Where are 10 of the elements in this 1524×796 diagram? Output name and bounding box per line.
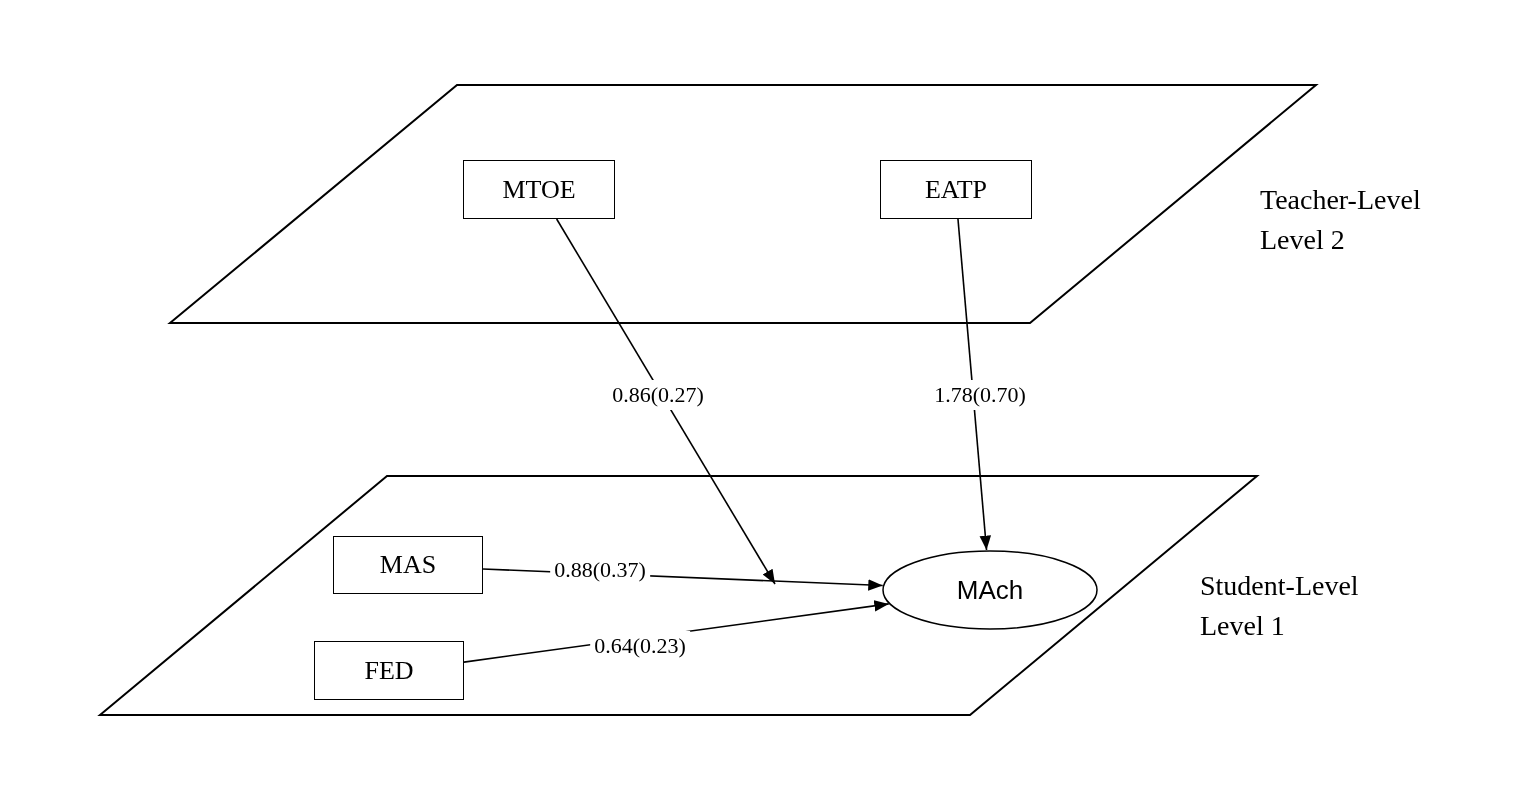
variable-box: EATP (880, 160, 1032, 219)
level-heading: Teacher-Level Level 2 (1260, 183, 1422, 257)
arrow (957, 218, 992, 551)
variable-box: FED (314, 641, 464, 700)
edge-label: 0.64(0.23) (590, 631, 690, 661)
variable-name: MAch (956, 574, 1024, 606)
variable-box: MTOE (463, 160, 615, 219)
level-heading: Student-Level Level 1 (1200, 569, 1360, 643)
arrow (555, 218, 776, 585)
variable-box: MAS (333, 536, 483, 594)
